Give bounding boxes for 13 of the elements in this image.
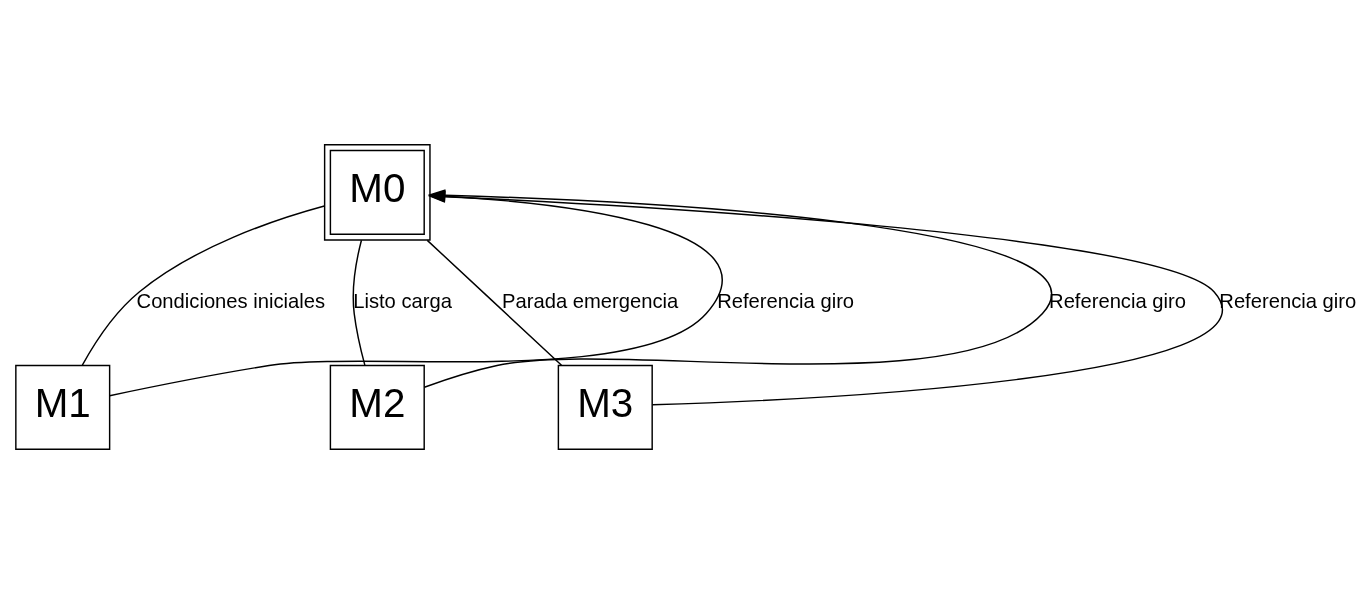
- node-box: M0: [323, 143, 431, 241]
- node-box: M2: [329, 364, 425, 450]
- connector: [352, 239, 366, 366]
- node-box: M1: [15, 364, 111, 450]
- edge-label: Parada emergencia: [502, 289, 679, 312]
- connector: [81, 204, 326, 366]
- node-box: M3: [557, 364, 653, 450]
- edge-label: Condiciones iniciales: [136, 289, 326, 312]
- connector: [426, 239, 563, 366]
- edge-label: Referencia giro: [1219, 289, 1357, 312]
- edge-label: Referencia giro: [717, 289, 855, 312]
- edge-label: Referencia giro: [1049, 289, 1186, 312]
- edge-label: Listo carga: [353, 289, 452, 312]
